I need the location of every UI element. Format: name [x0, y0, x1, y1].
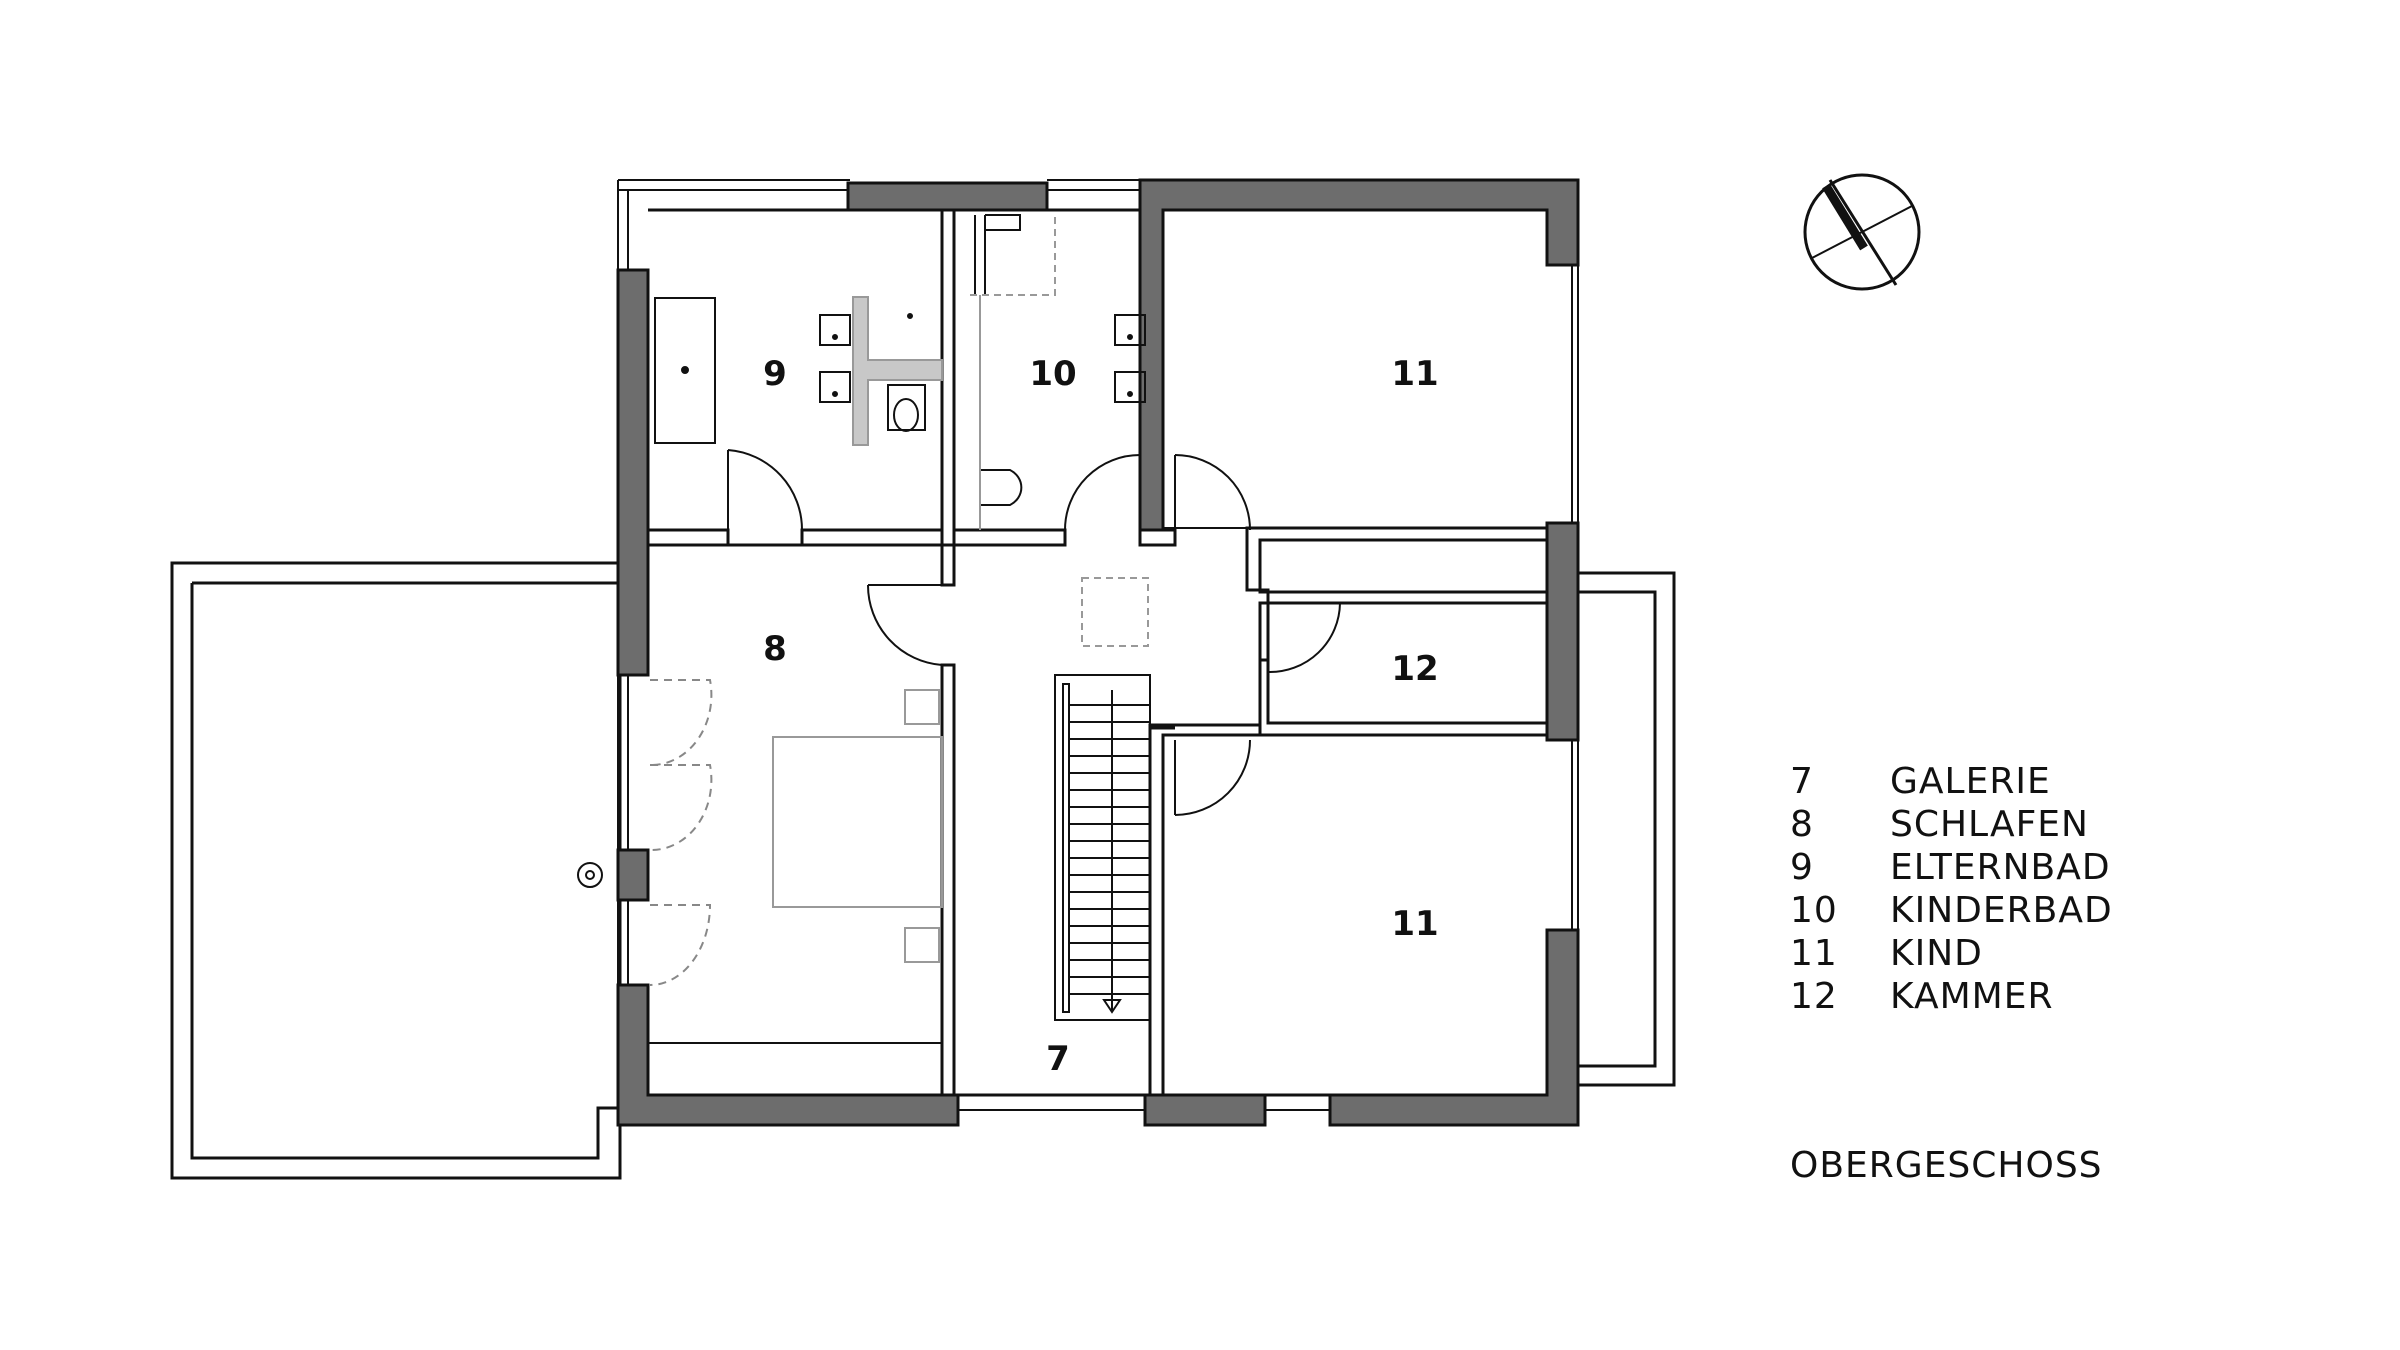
fixtures-bath-9-counter [852, 296, 943, 446]
doors [727, 449, 1341, 816]
room-number-12: 12 [1391, 649, 1438, 689]
compass-icon [1803, 173, 1921, 291]
legend-label: GALERIE [1890, 761, 2051, 802]
legend-number: 9 [1790, 847, 1814, 888]
legend-label: ELTERNBAD [1890, 847, 2111, 888]
room-number-7: 7 [1046, 1039, 1070, 1079]
room-number-9: 9 [763, 354, 787, 394]
legend-row: 9 ELTERNBAD [1790, 846, 2113, 889]
skylight [1081, 577, 1149, 647]
room-legend: 7 GALERIE 8 SCHLAFEN 9 ELTERNBAD 10 KINDERBA… [1790, 760, 2113, 1018]
shower-10 [970, 215, 1056, 530]
legend-label: KIND [1890, 933, 1983, 974]
room-number-10: 10 [1029, 354, 1076, 394]
legend-number: 7 [1790, 761, 1814, 802]
legend-row: 7 GALERIE [1790, 760, 2113, 803]
legend-label: KAMMER [1890, 976, 2054, 1017]
floor-title: OBERGESCHOSS [1790, 1145, 2103, 1186]
legend-label: KINDERBAD [1890, 890, 2113, 931]
legend-row: 10 KINDERBAD [1790, 889, 2113, 932]
legend-label: SCHLAFEN [1890, 804, 2089, 845]
staircase [1054, 674, 1151, 1021]
legend-number: 12 [1790, 976, 1838, 1017]
legend-number: 11 [1790, 933, 1838, 974]
legend-row: 12 KAMMER [1790, 975, 2113, 1018]
furniture-bedroom [772, 689, 943, 963]
room-number-11b: 11 [1391, 904, 1438, 944]
legend-row: 8 SCHLAFEN [1790, 803, 2113, 846]
legend-number: 10 [1790, 890, 1838, 931]
downpipe-icon [577, 862, 603, 888]
legend-row: 11 KIND [1790, 932, 2113, 975]
terrace-left [170, 561, 622, 1180]
fixtures-bath-10 [974, 214, 1146, 506]
balcony-right [1578, 571, 1676, 1087]
terrace-doors [649, 679, 713, 986]
room-number-11a: 11 [1391, 354, 1438, 394]
legend-number: 8 [1790, 804, 1814, 845]
fixtures-bath-9 [654, 297, 926, 444]
room-outlines [648, 208, 1547, 1097]
room-number-8: 8 [763, 629, 787, 669]
